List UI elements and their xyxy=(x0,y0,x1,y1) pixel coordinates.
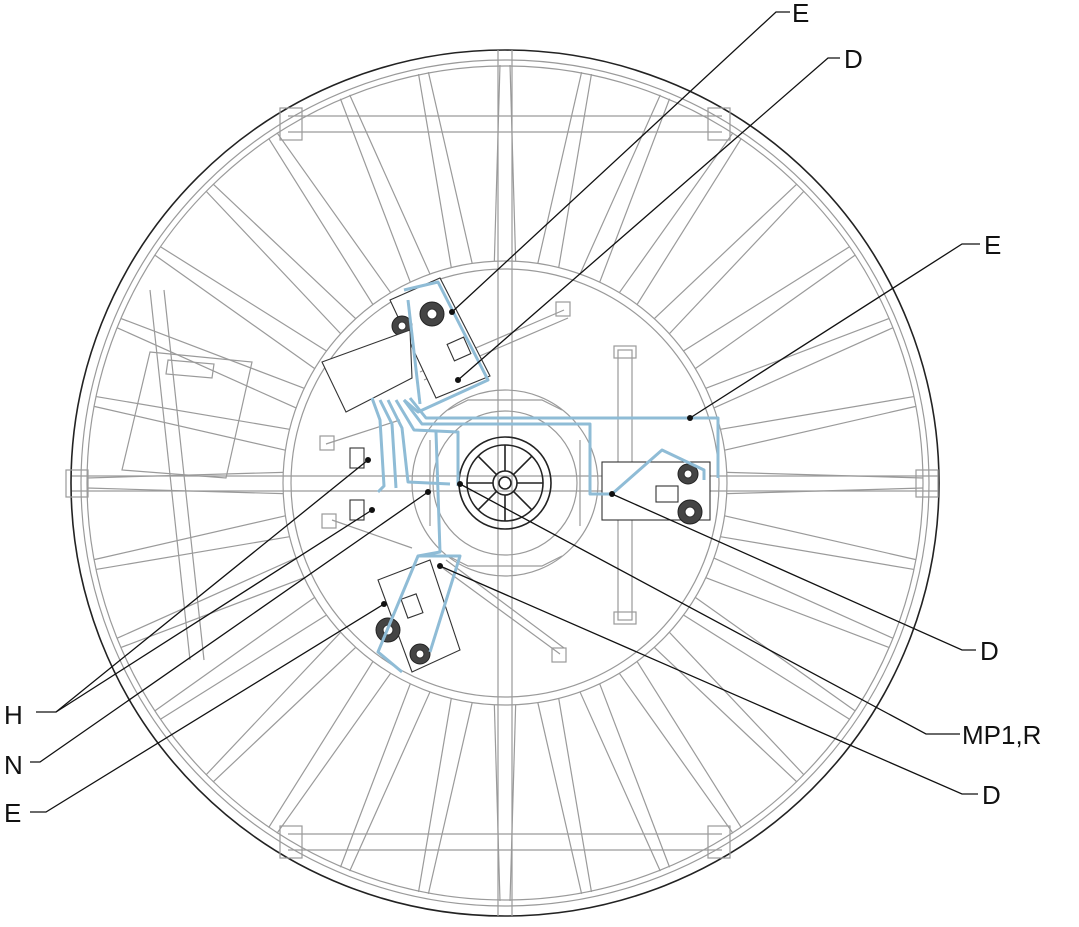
radial-spokes xyxy=(87,65,923,901)
spoke xyxy=(653,646,798,783)
spoke xyxy=(599,683,671,868)
spoke xyxy=(537,71,583,264)
label-mp1r: MP1,R xyxy=(962,720,1041,750)
spoke xyxy=(95,395,290,430)
outer-rim xyxy=(70,49,940,917)
mechanism-right xyxy=(601,461,711,525)
spoke xyxy=(339,98,411,283)
spoke xyxy=(93,515,286,561)
spoke xyxy=(120,317,305,389)
spoke xyxy=(339,683,411,868)
spoke xyxy=(212,646,357,783)
mechanism-bottom xyxy=(375,559,461,673)
sensor-units xyxy=(349,447,365,521)
spoke xyxy=(159,614,327,720)
spoke xyxy=(493,704,501,901)
spoke xyxy=(212,183,357,320)
spoke xyxy=(493,65,501,262)
spoke xyxy=(116,557,297,639)
spoke xyxy=(349,94,431,275)
spoke xyxy=(636,137,742,305)
hub-spoke xyxy=(477,490,498,511)
cable-runs xyxy=(370,280,720,674)
label-h-left: H xyxy=(4,700,23,730)
spoke xyxy=(726,471,923,479)
spoke xyxy=(636,661,742,829)
label-e-right: E xyxy=(984,230,1001,260)
spoke xyxy=(724,515,917,561)
label-d-bottom: D xyxy=(982,780,1001,810)
spoke xyxy=(668,190,805,335)
spoke xyxy=(618,672,734,834)
spoke xyxy=(579,691,661,872)
spoke xyxy=(154,254,316,370)
spoke xyxy=(93,405,286,451)
spoke xyxy=(653,183,798,320)
spoke xyxy=(683,614,851,720)
spoke xyxy=(683,246,851,352)
spoke xyxy=(618,132,734,294)
spoke xyxy=(509,704,517,901)
hub-spoke xyxy=(477,455,498,476)
spoke xyxy=(720,395,915,430)
spoke xyxy=(705,577,890,649)
spoke xyxy=(713,557,894,639)
spoke xyxy=(720,536,915,571)
mechanism-top xyxy=(321,277,491,413)
left-panel xyxy=(121,351,253,479)
spoke xyxy=(537,702,583,895)
spoke xyxy=(276,672,392,834)
spoke xyxy=(205,190,342,335)
label-e-top: E xyxy=(792,0,809,28)
callout-labels: E D E D MP1,R D H N E xyxy=(4,0,1041,828)
spoke xyxy=(268,137,374,305)
label-n-left: N xyxy=(4,750,23,780)
spoke xyxy=(276,132,392,294)
label-d-right: D xyxy=(980,636,999,666)
spoke xyxy=(417,73,452,268)
spoke xyxy=(713,327,894,409)
spoke xyxy=(417,698,452,893)
spoke xyxy=(694,254,856,370)
spoke xyxy=(668,631,805,776)
leader-lines xyxy=(30,11,980,813)
spoke xyxy=(349,691,431,872)
inner-ring xyxy=(282,260,728,706)
spoke xyxy=(579,94,661,275)
label-e-left: E xyxy=(4,798,21,828)
label-d-top: D xyxy=(844,44,863,74)
spoke xyxy=(205,631,342,776)
spoke xyxy=(427,71,473,264)
spoke xyxy=(427,702,473,895)
hub-spoke xyxy=(512,490,533,511)
spoke xyxy=(694,596,856,712)
spoke xyxy=(509,65,517,262)
spoke xyxy=(558,698,593,893)
spoke xyxy=(558,73,593,268)
spoke xyxy=(268,661,374,829)
spoke xyxy=(705,317,890,389)
hub-spoke xyxy=(512,455,533,476)
spoke xyxy=(154,596,316,712)
spoke xyxy=(724,405,917,451)
main-beams xyxy=(65,50,939,916)
spoke xyxy=(116,327,297,409)
spoke xyxy=(159,246,327,352)
spoke xyxy=(599,98,671,283)
